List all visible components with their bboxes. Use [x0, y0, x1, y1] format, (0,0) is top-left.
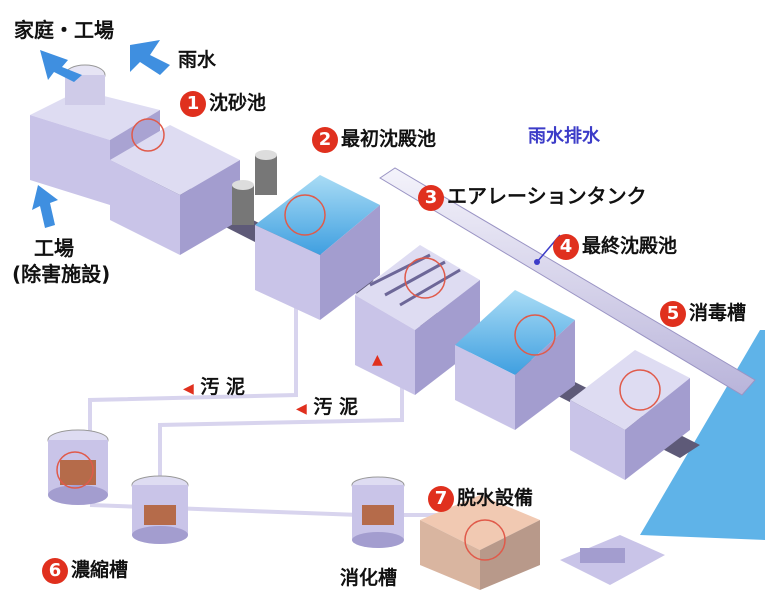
stormwater-dot — [534, 259, 540, 265]
final-sedimentation-tank — [455, 290, 575, 430]
sludge-label-2: ◀ 汚 泥 — [296, 396, 359, 418]
source-factory-label: 工場 — [34, 236, 74, 260]
sludge-label-1: ◀ 汚 泥 — [183, 376, 246, 398]
thickener-tanks — [47, 429, 189, 544]
dewatering-equipment — [420, 495, 665, 590]
pretreatment-label: (除害施設) — [12, 262, 111, 286]
sludge-arrow-up: ▲ — [372, 352, 383, 368]
aeration-tank — [355, 245, 480, 395]
sludge-pipes — [88, 300, 440, 517]
primary-sedimentation-tank — [255, 175, 380, 320]
digester-label: 消化槽 — [340, 567, 398, 589]
digester-tank — [351, 476, 405, 548]
grit-chamber — [110, 118, 240, 255]
source-home-factory-label: 家庭・工場 — [14, 18, 114, 42]
pumps — [232, 150, 277, 225]
stormwater-label: 雨水排水 — [528, 126, 600, 147]
disinfection-tank — [570, 350, 690, 480]
source-rain-label: 雨水 — [178, 49, 217, 71]
inflow-arrows — [32, 40, 170, 228]
stormwater-pipe — [379, 167, 756, 396]
